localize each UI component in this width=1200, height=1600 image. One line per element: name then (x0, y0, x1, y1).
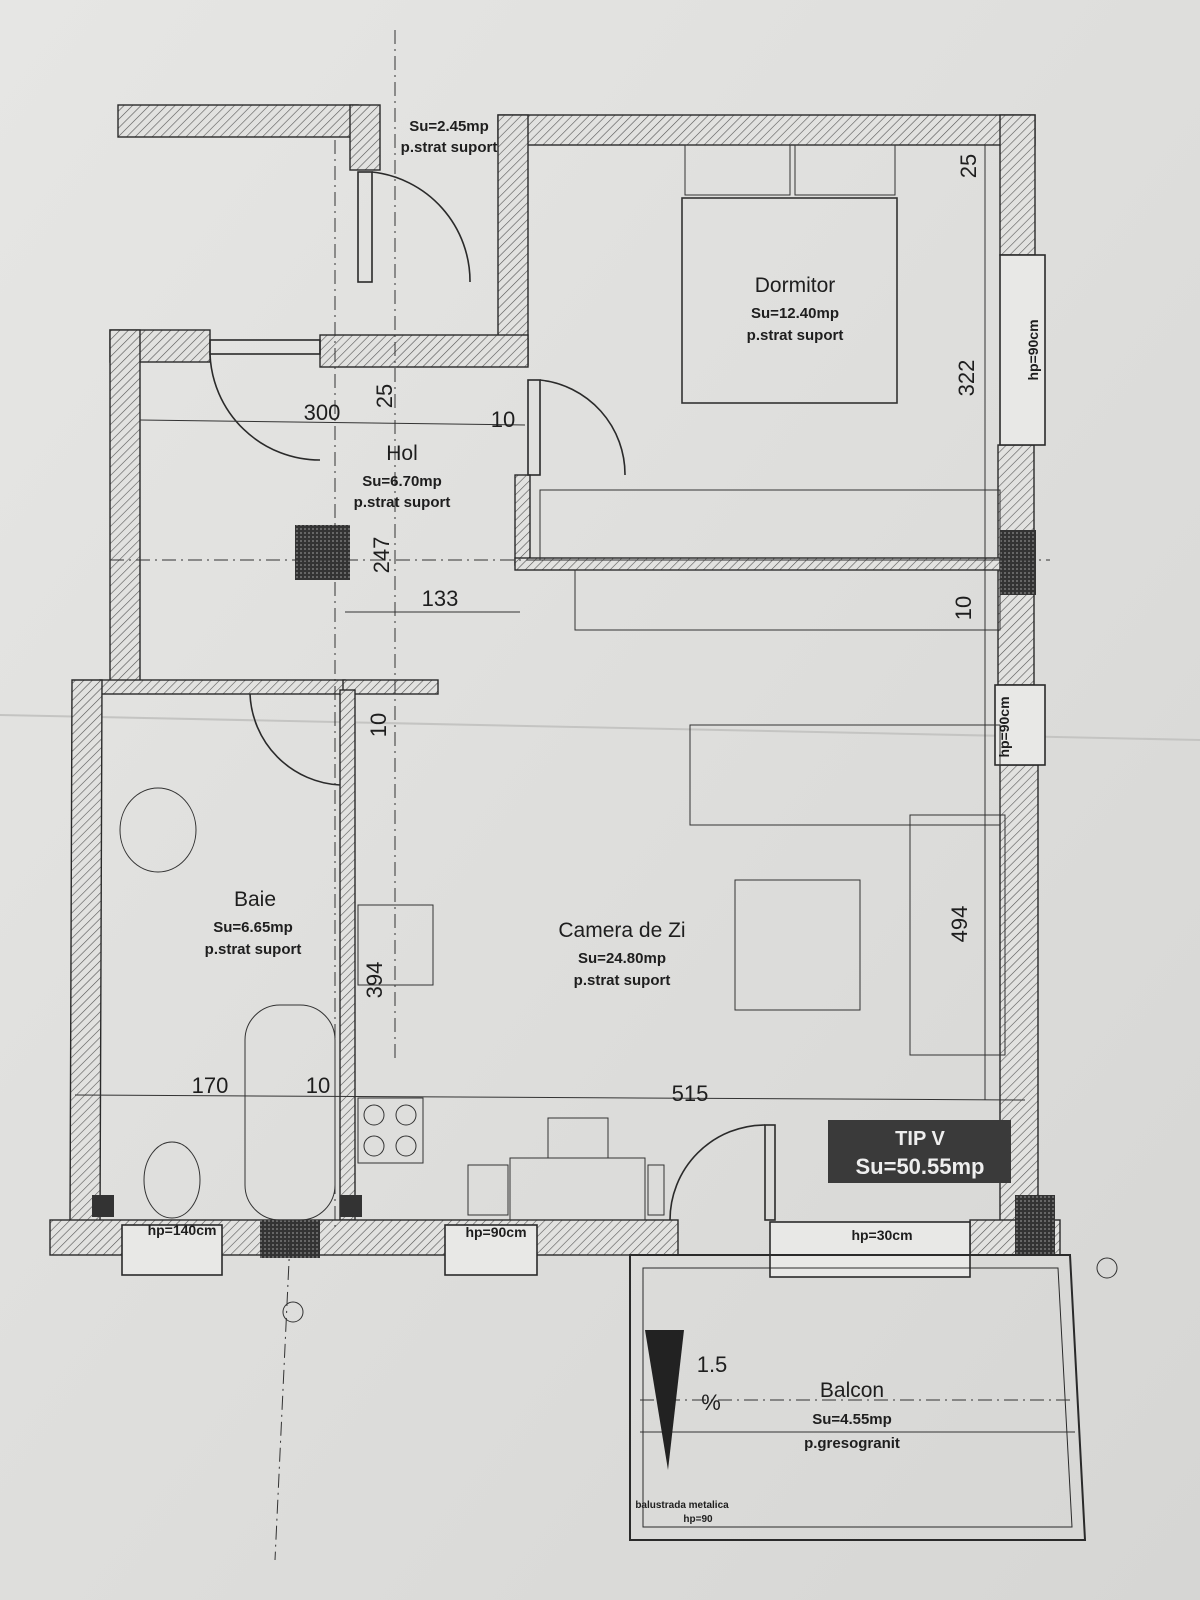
dim-dormitor-partition: 10 (951, 596, 976, 620)
total-area: Su=50.55mp (855, 1154, 984, 1179)
dim-hol-door-wall: 10 (491, 407, 515, 432)
room-name-baie: Baie (234, 888, 276, 911)
walls (49, 104, 1061, 1256)
slope-arrow-icon (645, 1330, 684, 1470)
room-floor-hol: p.strat suport (354, 494, 451, 511)
window-height-camera-side: hp=90cm (996, 696, 1012, 757)
dim-dormitor-depth: 322 (954, 360, 979, 397)
doors (209, 171, 776, 1221)
room-area-dormitor: Su=12.40mp (751, 305, 839, 322)
room-area-hol: Su=6.70mp (362, 473, 442, 490)
room-name-camera: Camera de Zi (558, 919, 685, 942)
railing-label: balustrada metalica (635, 1500, 729, 1511)
railing-height: hp=90 (683, 1514, 713, 1525)
dim-baie-partition: 10 (306, 1073, 330, 1098)
room-floor-dormitor: p.strat suport (747, 327, 844, 344)
plan-type: TIP V (895, 1128, 945, 1150)
room-floor-baie: p.strat suport (205, 941, 302, 958)
balcony-outline (629, 1254, 1087, 1541)
window-height-camera-door: hp=30cm (851, 1227, 912, 1243)
dim-camera-width: 515 (672, 1081, 709, 1106)
slope-value: 1.5 (697, 1352, 728, 1377)
furniture (119, 144, 1006, 1221)
slope-unit: % (701, 1390, 721, 1415)
dim-hol-wall: 25 (372, 384, 397, 408)
dim-hol-column: 133 (422, 586, 459, 611)
room-name-dormitor: Dormitor (755, 274, 836, 297)
room-area-balcon: Su=4.55mp (812, 1411, 892, 1428)
storage-area: Su=2.45mp (409, 118, 489, 135)
room-floor-balcon: p.gresogranit (804, 1435, 900, 1452)
room-area-baie: Su=6.65mp (213, 919, 293, 936)
room-floor-camera: p.strat suport (574, 972, 671, 989)
dim-kitchen: 394 (362, 962, 387, 999)
dim-baie-width: 170 (192, 1073, 229, 1098)
window-height-kitchen: hp=90cm (465, 1224, 526, 1240)
room-name-hol: Hol (386, 442, 418, 465)
window-height-dormitor: hp=90cm (1025, 319, 1041, 380)
dim-dormitor-wall: 25 (956, 154, 981, 178)
dim-hol-width: 300 (304, 400, 341, 425)
summary-box (828, 1120, 1011, 1183)
room-area-camera: Su=24.80mp (578, 950, 666, 967)
grid-axes (74, 30, 1118, 1561)
dim-camera-depth: 494 (947, 906, 972, 943)
dim-baie-wall: 10 (366, 713, 391, 737)
window-height-baie: hp=140cm (148, 1222, 217, 1238)
storage-floor: p.strat suport (401, 139, 498, 156)
room-name-balcon: Balcon (820, 1379, 884, 1402)
columns (92, 525, 1055, 1258)
dim-hol-depth: 247 (369, 537, 394, 574)
